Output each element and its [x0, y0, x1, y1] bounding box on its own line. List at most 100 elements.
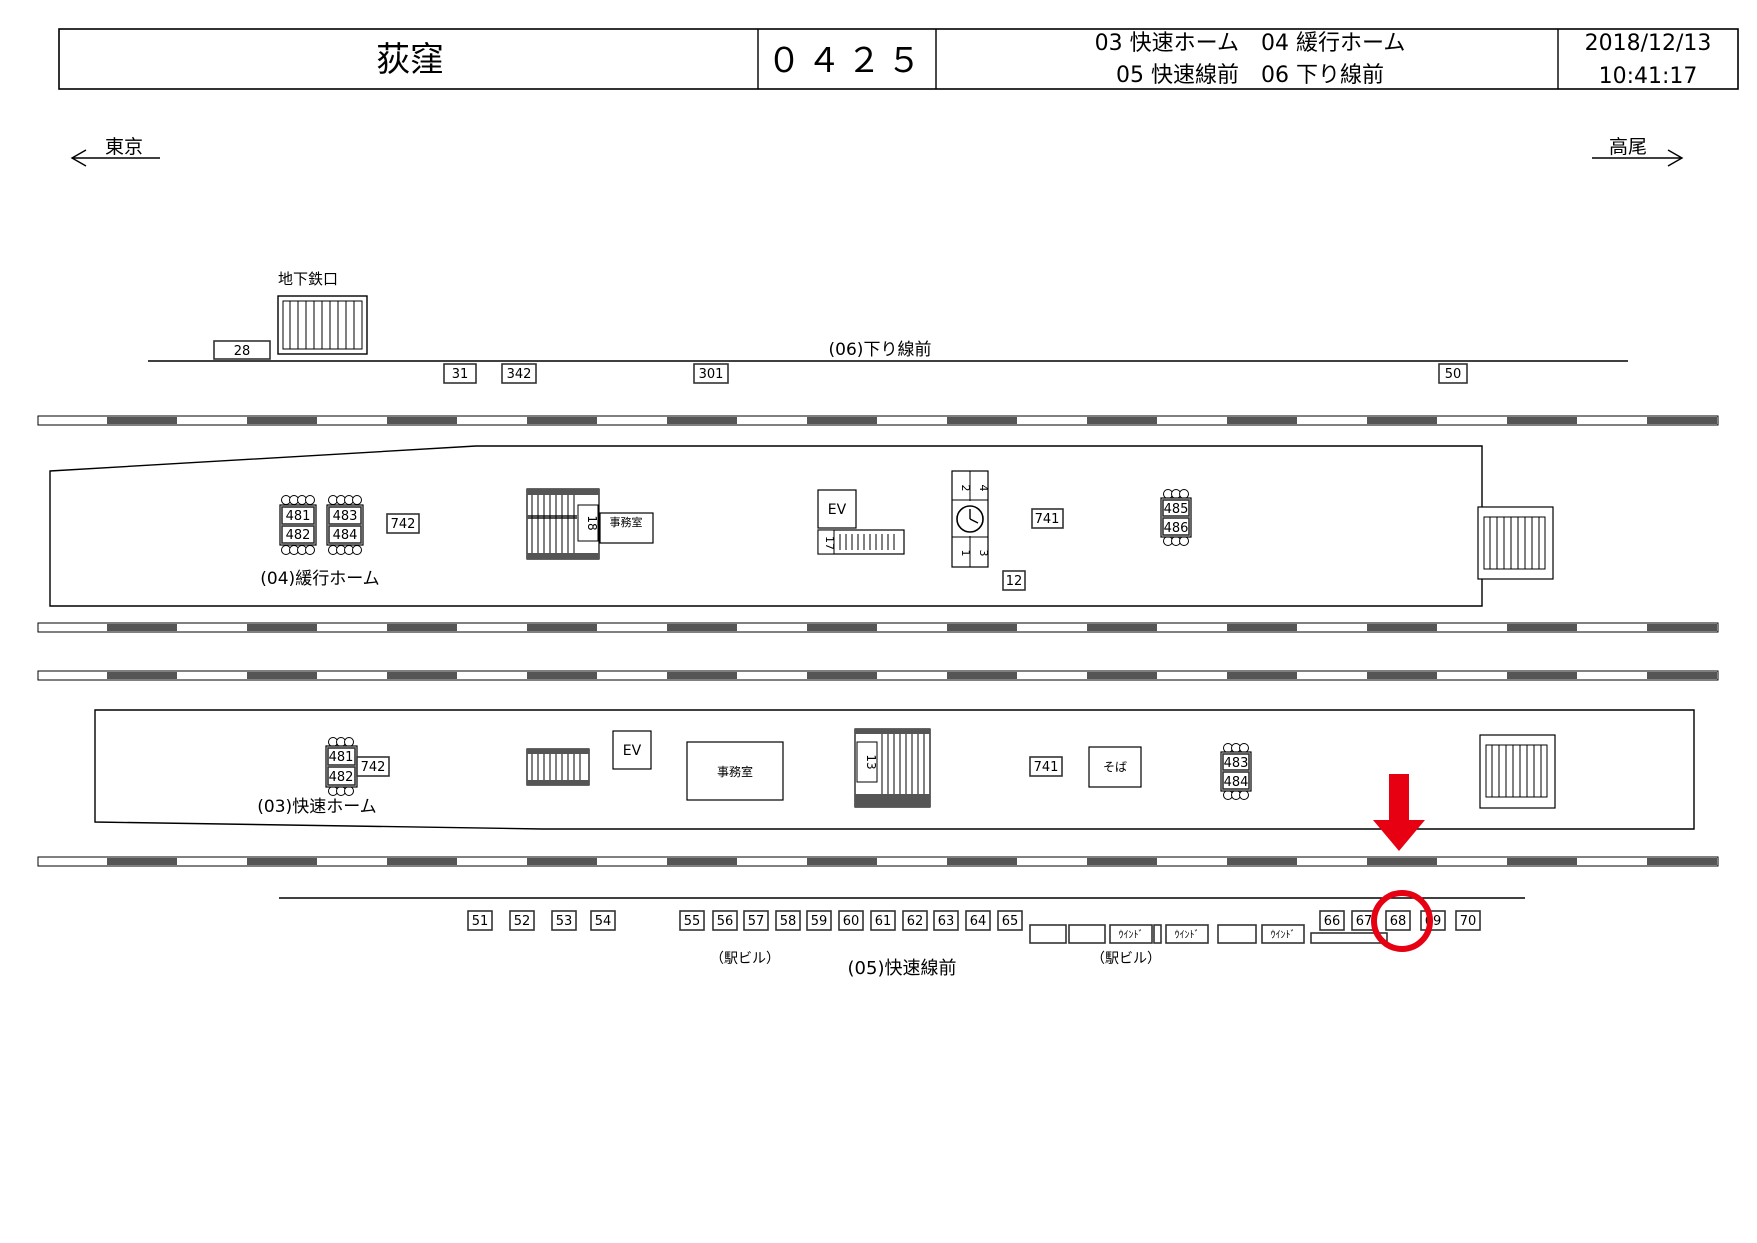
tactile-strip [1647, 624, 1717, 631]
svg-text:66: 66 [1324, 914, 1341, 929]
svg-text:3: 3 [977, 550, 990, 557]
svg-text:70: 70 [1460, 914, 1477, 929]
stairs-right-p03 [1479, 734, 1556, 809]
svg-text:50: 50 [1445, 367, 1462, 382]
header-table: 荻窪 ０４２５ 03 快速ホーム 04 緩行ホーム 05 快速線前 06 下り線… [58, 28, 1739, 90]
tactile-strip [1227, 417, 1297, 424]
tactile-strip [1227, 672, 1297, 679]
svg-text:484: 484 [1224, 775, 1249, 790]
office-p03: 事務室 [686, 741, 784, 801]
svg-text:ｳｲﾝﾄﾞ: ｳｲﾝﾄﾞ [1175, 929, 1200, 941]
highlight-marker [1371, 774, 1433, 952]
svg-text:301: 301 [699, 367, 724, 382]
svg-text:61: 61 [875, 914, 892, 929]
svg-text:482: 482 [329, 770, 354, 785]
svg-text:483: 483 [1224, 756, 1249, 771]
bench-481-482-p03: 481 482 [325, 737, 358, 796]
svg-text:741: 741 [1034, 760, 1059, 775]
tactile-strip [1507, 624, 1577, 631]
tactile-strip [1507, 417, 1577, 424]
svg-text:31: 31 [452, 367, 469, 382]
office-p04: 事務室 [599, 512, 654, 544]
tactile-strip [807, 858, 877, 865]
svg-text:4: 4 [977, 485, 990, 492]
tactile-strip [387, 417, 457, 424]
tactile-strip [107, 672, 177, 679]
tactile-strip [387, 858, 457, 865]
board-53: 53 [551, 910, 577, 931]
svg-text:53: 53 [556, 914, 573, 929]
board-51: 51 [467, 910, 493, 931]
svg-text:51: 51 [472, 914, 489, 929]
tactile-strip [807, 672, 877, 679]
svg-text:482: 482 [286, 528, 311, 543]
tactile-strip [107, 858, 177, 865]
board-55: 55 [679, 910, 705, 931]
tactile-strip [667, 417, 737, 424]
shop-front-box [1217, 924, 1257, 944]
tactile-strip [247, 672, 317, 679]
board-28: 28 [213, 340, 271, 360]
tactile-strip [387, 672, 457, 679]
bench-483-484: 483 484 [326, 495, 364, 555]
tactile-strip [947, 417, 1017, 424]
svg-text:2: 2 [959, 485, 972, 492]
tactile-strip [1087, 417, 1157, 424]
svg-text:481: 481 [329, 750, 354, 765]
stairs-13: 13 [854, 728, 931, 808]
board-63: 63 [933, 910, 959, 931]
stairs-small-p03 [526, 748, 590, 786]
legend-line-2: 05 快速線前 06 下り線前 [1116, 63, 1384, 88]
bench-483-484-p03: 483 484 [1220, 743, 1252, 800]
station-building-label-1: （駅ビル） [710, 951, 780, 967]
red-down-arrow-icon [1373, 774, 1425, 851]
tactile-strip [107, 417, 177, 424]
tactile-strip [1087, 624, 1157, 631]
bench-481-482: 481 482 [279, 495, 317, 555]
svg-text:484: 484 [333, 528, 358, 543]
svg-text:486: 486 [1164, 521, 1189, 536]
elevator-p03-label: EV [623, 743, 642, 759]
legend-line-1: 03 快速ホーム 04 緩行ホーム [1095, 31, 1406, 56]
office-p03-label: 事務室 [717, 764, 753, 779]
station-name: 荻窪 [376, 40, 444, 80]
svg-text:481: 481 [286, 509, 311, 524]
svg-text:485: 485 [1164, 502, 1189, 517]
stairs-18-number: 18 [585, 515, 599, 530]
board-59: 59 [806, 910, 832, 931]
top-area: 地下鉄口 (06)下り線前 28 31 342 301 50 [148, 270, 1628, 384]
clock-icon [956, 505, 984, 533]
svg-text:ｳｲﾝﾄﾞ: ｳｲﾝﾄﾞ [1271, 929, 1296, 941]
tactile-strip [1647, 672, 1717, 679]
board-12: 12 [1002, 570, 1026, 591]
platform-edges [37, 415, 1719, 867]
svg-text:59: 59 [811, 914, 828, 929]
stairs-18: 18 [526, 488, 600, 560]
board-741-p04: 741 [1031, 508, 1064, 529]
board-70: 70 [1455, 910, 1481, 931]
line-05-label: (05)快速線前 [848, 958, 957, 979]
tactile-strip [667, 624, 737, 631]
svg-text:64: 64 [970, 914, 987, 929]
svg-text:63: 63 [938, 914, 955, 929]
escalator-17: 17 [817, 529, 905, 555]
elevator-p04-label: EV [828, 502, 847, 518]
svg-text:65: 65 [1002, 914, 1019, 929]
elevator-p03: EV [612, 730, 652, 770]
station-building-label-2: （駅ビル） [1091, 951, 1161, 967]
board-342: 342 [501, 363, 537, 384]
shop-front-box [1068, 924, 1106, 944]
shop-front-box [1029, 924, 1067, 944]
tactile-strip [1087, 672, 1157, 679]
board-741-p03: 741 [1029, 756, 1063, 777]
svg-text:28: 28 [234, 344, 251, 359]
highlight-circle [1371, 890, 1433, 952]
line-06-label: (06)下り線前 [829, 340, 932, 360]
direction-left: 東京 [70, 136, 160, 167]
time-label: 10:41:17 [1599, 64, 1698, 89]
direction-left-label: 東京 [105, 136, 143, 158]
board-66: 66 [1319, 910, 1345, 931]
window-divider [1153, 924, 1162, 944]
tactile-strip [527, 417, 597, 424]
tactile-strip [527, 624, 597, 631]
